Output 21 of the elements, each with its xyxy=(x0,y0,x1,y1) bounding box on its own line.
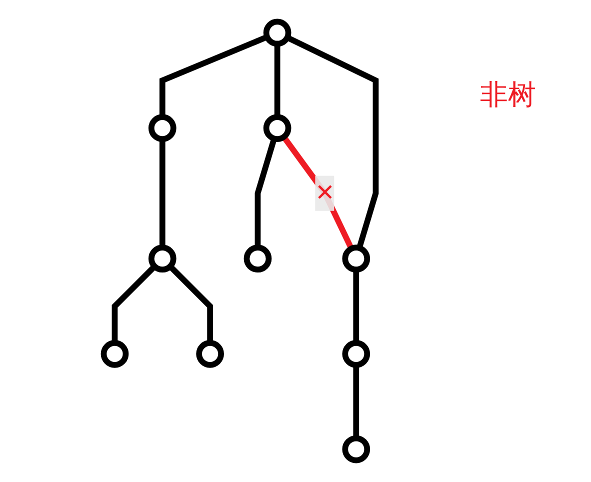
node-circle xyxy=(196,340,224,368)
connector xyxy=(282,135,354,250)
node-circle xyxy=(342,435,370,464)
connector xyxy=(160,139,166,248)
connector xyxy=(353,270,360,343)
node-circle xyxy=(342,340,370,368)
connector xyxy=(274,44,280,118)
connector xyxy=(286,34,379,249)
node-circle xyxy=(148,114,177,142)
node-circle xyxy=(264,114,292,142)
connector xyxy=(353,364,360,438)
connector xyxy=(168,264,214,343)
node-circle xyxy=(244,244,272,273)
note-text: 非树 xyxy=(480,77,536,113)
node-circle xyxy=(264,18,292,47)
node-circle xyxy=(148,244,177,273)
node-circle xyxy=(342,244,370,273)
node-circle xyxy=(101,340,129,368)
edge-label: ✕ xyxy=(315,178,336,207)
connector xyxy=(255,138,278,248)
connector xyxy=(112,264,157,343)
